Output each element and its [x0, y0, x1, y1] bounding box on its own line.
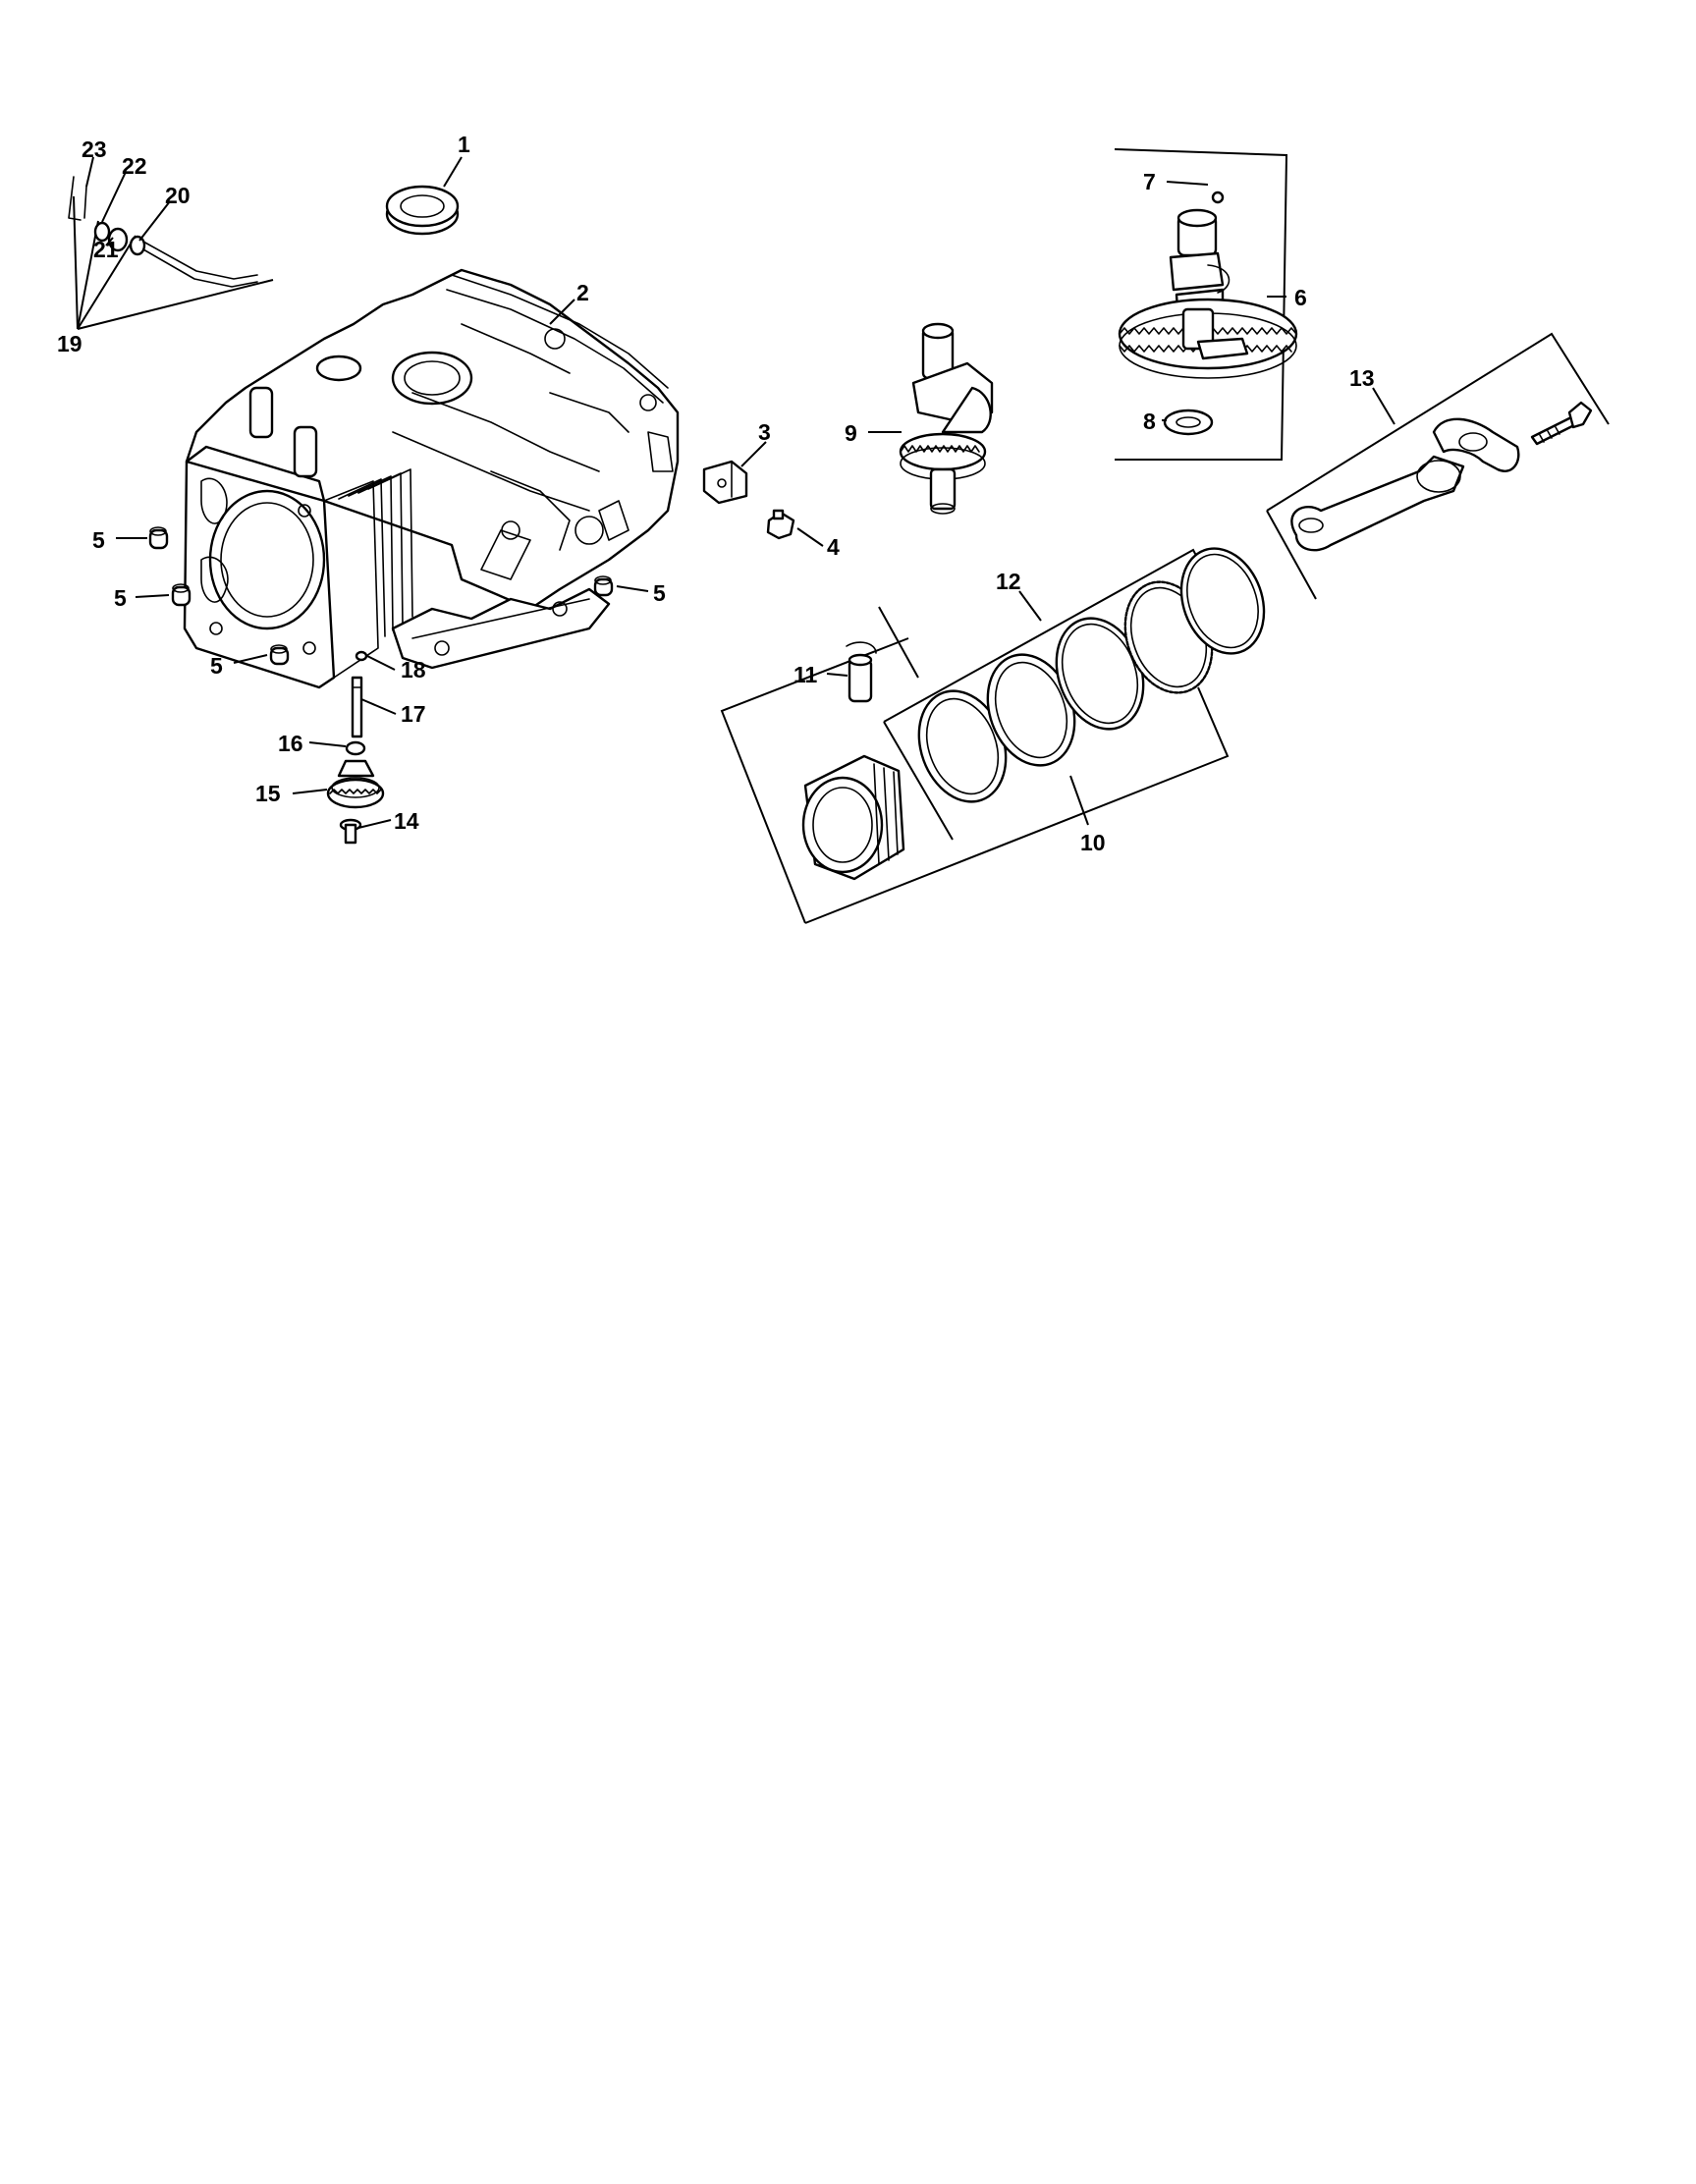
- callout-18: 18: [401, 657, 426, 682]
- callout-1: 1: [458, 132, 470, 157]
- part-11-wrist-pin: [846, 641, 877, 703]
- callout-5c: 5: [210, 653, 223, 679]
- callout-5b: 5: [114, 585, 127, 611]
- part-5-dowel-d: [593, 575, 614, 597]
- part-4-screw: [766, 509, 795, 540]
- part-22-washer: [93, 221, 111, 243]
- callout-6: 6: [1294, 285, 1307, 310]
- part-16-washer: [345, 740, 366, 756]
- callout-15: 15: [255, 781, 281, 806]
- part-5-dowel-a: [148, 526, 169, 550]
- piston: [801, 754, 905, 881]
- part-15-governor-gear: [326, 759, 385, 809]
- callout-5d: 5: [653, 580, 666, 606]
- part-5-dowel-c: [269, 644, 290, 666]
- callout-19: 19: [57, 331, 82, 356]
- callout-4: 4: [827, 534, 840, 560]
- callout-labels: 1 2 3 4 5 5 5 5 6 7 8 9 10 11 12 13 14 1…: [57, 132, 1375, 855]
- callout-9: 9: [845, 420, 857, 446]
- callout-21: 21: [93, 237, 119, 262]
- part-21-nut: [107, 227, 129, 252]
- part-7-pin: [1211, 191, 1225, 204]
- part-14-pin: [339, 818, 362, 845]
- part-23-clip: [68, 176, 87, 221]
- callout-3: 3: [758, 419, 771, 445]
- leader-lines: [85, 156, 1395, 829]
- callout-23: 23: [82, 136, 107, 162]
- part-5-dowel-b: [171, 583, 191, 607]
- part-6-camshaft-assembly: [1114, 148, 1298, 461]
- callout-2: 2: [576, 280, 589, 305]
- callout-7: 7: [1143, 169, 1156, 194]
- part-3-bracket: [702, 460, 748, 505]
- callout-16: 16: [278, 731, 303, 756]
- part-19-assembly: [68, 176, 274, 330]
- callout-13: 13: [1349, 365, 1375, 391]
- callout-11: 11: [793, 662, 818, 687]
- callout-20: 20: [165, 183, 191, 208]
- part-13-connecting-rod: [1266, 332, 1610, 600]
- part-12-ring-set: [883, 547, 1266, 841]
- callout-12: 12: [996, 569, 1021, 594]
- callout-22: 22: [122, 153, 147, 179]
- part-17-shaft: [351, 676, 363, 738]
- callout-5a: 5: [92, 527, 105, 553]
- part-10-piston-assembly: [720, 547, 1266, 924]
- part-9-crankshaft: [899, 322, 994, 515]
- callout-17: 17: [401, 701, 426, 727]
- part-18-washer: [355, 650, 368, 662]
- part-20-rod: [129, 235, 258, 288]
- callout-8: 8: [1143, 409, 1156, 434]
- callout-14: 14: [394, 808, 419, 834]
- part-2-crankcase: [183, 268, 680, 689]
- part-1-oil-seal: [385, 185, 460, 236]
- callout-10: 10: [1080, 830, 1106, 855]
- part-8-washer: [1163, 409, 1214, 436]
